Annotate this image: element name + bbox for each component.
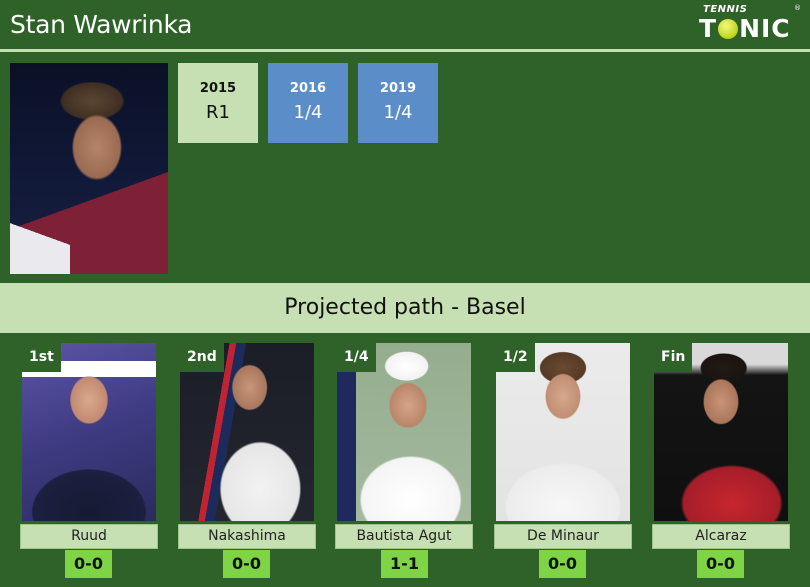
round-label: 1/2	[496, 343, 535, 372]
round-label: 1/4	[337, 343, 376, 372]
history-2015: 2015 R1	[178, 63, 258, 143]
opponent-photo	[337, 343, 471, 521]
opponent-name: De Minaur	[494, 524, 632, 549]
h2h-record: 0-0	[223, 550, 270, 578]
opponent-photo	[496, 343, 630, 521]
history-2016: 2016 1/4	[268, 63, 348, 143]
tennis-ball-icon	[718, 19, 739, 39]
player-photo	[10, 63, 168, 274]
history-result: 1/4	[293, 102, 323, 123]
header-divider	[0, 49, 810, 52]
opponent-photo	[654, 343, 788, 521]
history-year: 2016	[289, 81, 327, 96]
opponent-name: Alcaraz	[652, 524, 790, 549]
page-title: Stan Wawrinka	[10, 10, 193, 39]
round-label: Fin	[654, 343, 693, 372]
banner-title: Projected path - Basel	[284, 295, 526, 320]
projected-path-banner: Projected path - Basel	[0, 283, 810, 333]
h2h-record: 0-0	[697, 550, 744, 578]
round-label: 2nd	[180, 343, 224, 372]
history-year: 2015	[199, 81, 237, 96]
logo-tennis-text: TENNIS	[703, 4, 748, 15]
opponent-photo	[22, 343, 156, 521]
opponent-photo	[180, 343, 314, 521]
round-label: 1st	[22, 343, 61, 372]
opponent-name: Nakashima	[178, 524, 316, 549]
history-result: 1/4	[383, 102, 413, 123]
history-2019: 2019 1/4	[358, 63, 438, 143]
history-year: 2019	[379, 81, 417, 96]
opponent-name: Ruud	[20, 524, 158, 549]
h2h-record: 0-0	[65, 550, 112, 578]
h2h-record: 0-0	[539, 550, 586, 578]
h2h-record: 1-1	[381, 550, 428, 578]
opponent-name: Bautista Agut	[335, 524, 473, 549]
history-result: R1	[206, 102, 230, 123]
registered-mark: ®	[794, 4, 801, 12]
